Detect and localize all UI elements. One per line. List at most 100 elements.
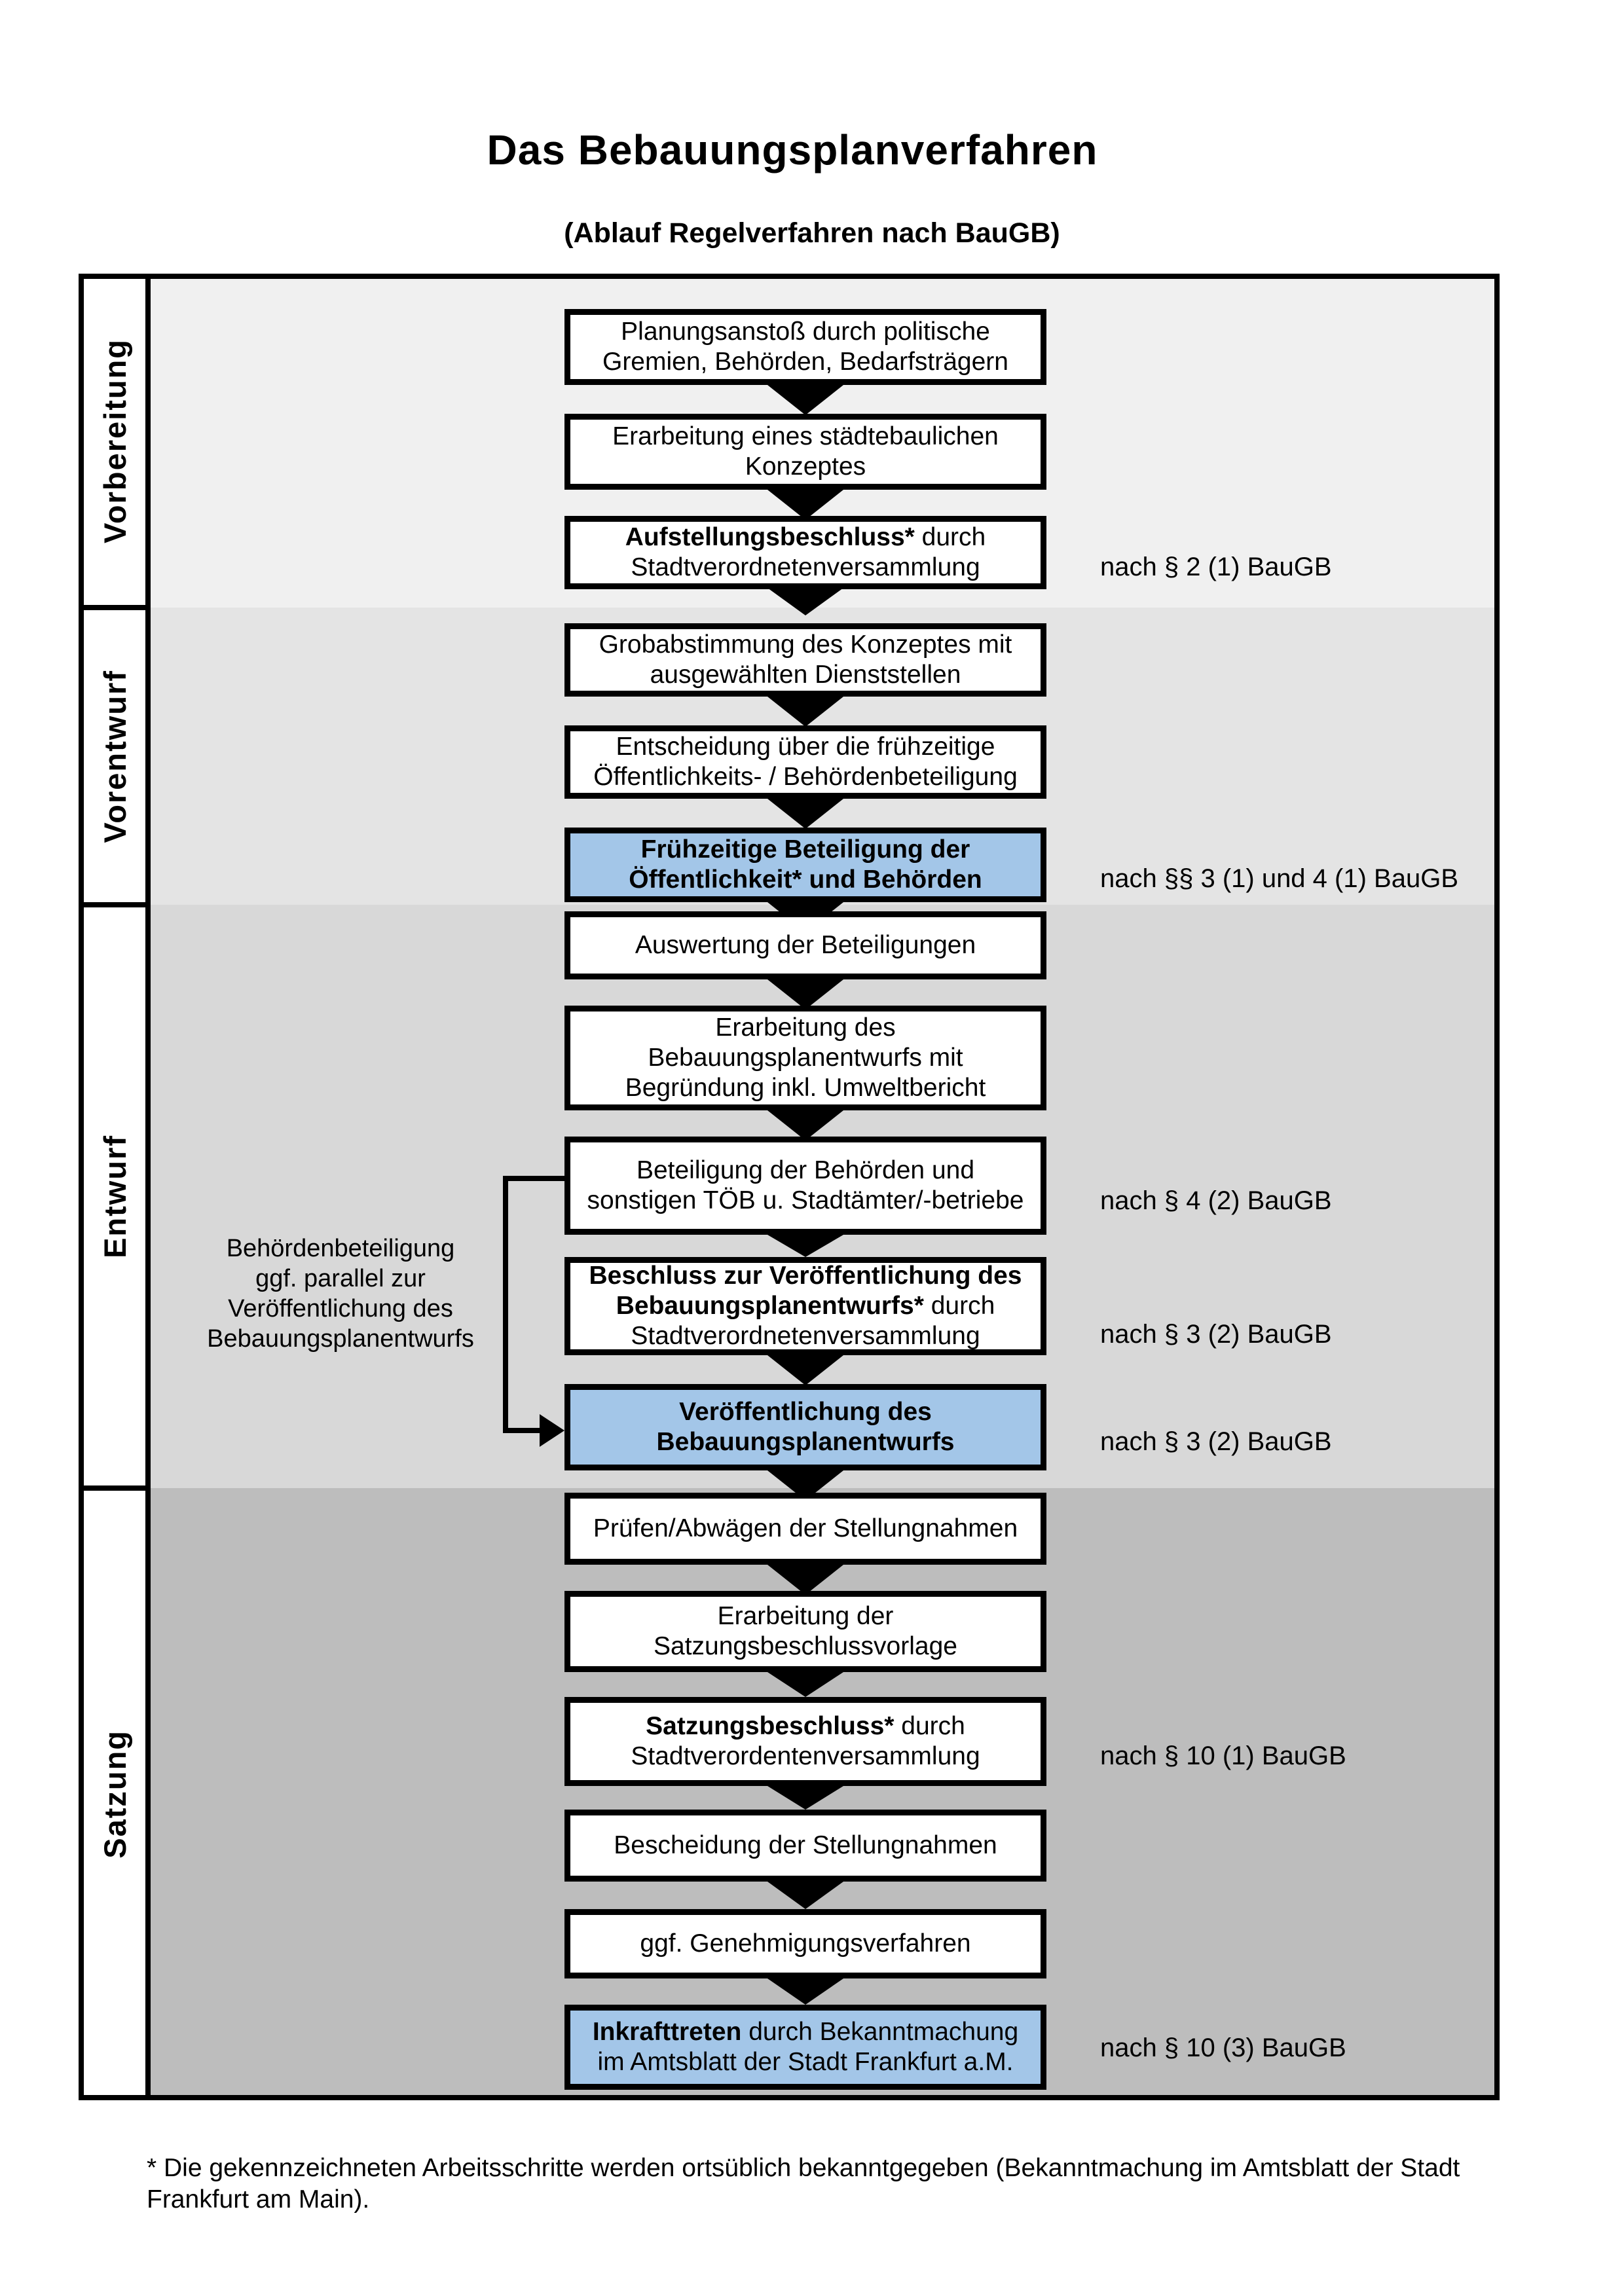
arrow-down-icon [767,979,843,1010]
flow-step-veroeffentlichung: Veröffentlichung des Bebauungsplanentwur… [564,1384,1046,1470]
step-text-bold: Beschluss zur Veröffentlichung des [589,1262,1022,1290]
step-text-line: sonstigen TÖB u. Stadtämter/-betriebe [587,1186,1024,1214]
arrow-down-icon [767,1355,843,1385]
step-text-line: Bescheidung der Stellungnahmen [614,1831,997,1859]
phase-label-text: Vorbereitung [97,338,132,543]
step-text-line: Erarbeitung der [717,1602,894,1630]
legal-reference: nach § 3 (2) BauGB [1100,1427,1332,1456]
connector-line-vertical [503,1176,508,1430]
step-text-line: Erarbeitung eines städtebaulichen [612,422,999,450]
step-text-line: Öffentlichkeits- / Behördenbeteiligung [593,763,1018,791]
step-text-line: Bebauungsplanentwurfs mit [648,1044,963,1072]
connector-line-horizontal [503,1428,541,1433]
step-text-line: Frühzeitige Beteiligung der [640,835,970,864]
phase-label-text: Vorentwurf [97,669,132,843]
step-text-line: ggf. Genehmigungsverfahren [640,1929,971,1958]
arrow-down-icon [767,588,843,615]
step-text-line: Konzeptes [745,452,866,481]
step-text-line: Begründung inkl. Umweltbericht [625,1074,986,1102]
step-text-bold: Satzungsbeschluss* [646,1712,895,1740]
legal-reference: nach §§ 3 (1) und 4 (1) BauGB [1100,864,1458,893]
phase-label-vorentwurf: Vorentwurf [79,608,151,905]
flow-step-pruefen-abwaegen: Prüfen/Abwägen der Stellungnahmen [564,1493,1046,1565]
step-text-line: Bebauungsplanentwurfs* durch [616,1291,995,1321]
arrow-down-icon [767,490,843,520]
connector-line-horizontal [503,1176,564,1181]
step-text-line: Inkrafttreten durch Bekanntmachung [593,2017,1018,2047]
step-text-bold: Bebauungsplanentwurfs* [616,1292,924,1320]
phase-label-vorbereitung: Vorbereitung [79,274,151,608]
side-annotation: Behördenbeteiligung ggf. parallel zur Ve… [196,1233,485,1354]
arrow-down-icon [767,799,843,829]
page-title: Das Bebauungsplanverfahren [487,126,1098,173]
label-column-separator [145,274,151,2100]
footnote-line: Frankfurt am Main). [147,2185,370,2214]
step-text-line: Satzungsbeschlussvorlage [654,1632,957,1660]
page-subtitle: (Ablauf Regelverfahren nach BauGB) [564,217,1060,249]
step-text-bold: Aufstellungsbeschluss* [625,523,915,551]
step-text-line: Stadtverordentenversammlung [631,1742,980,1770]
flow-step-bescheidung: Bescheidung der Stellungnahmen [564,1810,1046,1882]
phase-label-text: Entwurf [97,1135,132,1258]
arrow-down-icon [767,1786,843,1810]
annotation-line: Veröffentlichung des [228,1295,453,1322]
flow-step-konzept: Erarbeitung eines städtebaulichen Konzep… [564,414,1046,490]
footnote-line: * Die gekennzeichneten Arbeitsschritte w… [147,2154,1460,2182]
step-text-line: Stadtverordnetenversammlung [631,553,980,581]
arrow-down-icon [767,1565,843,1595]
flow-step-entscheidung-beteiligung: Entscheidung über die frühzeitige Öffent… [564,725,1046,799]
flow-step-satzungsbeschlussvorlage: Erarbeitung der Satzungsbeschlussvorlage [564,1591,1046,1672]
phase-label-text: Satzung [97,1730,132,1859]
step-text-line: Aufstellungsbeschluss* durch [625,522,986,553]
step-text-line: Stadtverordnetenversammlung [631,1322,980,1350]
flow-step-auswertung: Auswertung der Beteiligungen [564,911,1046,979]
phase-label-satzung: Satzung [79,1488,151,2100]
legal-reference: nach § 10 (1) BauGB [1100,1741,1346,1770]
step-text-line: Entscheidung über die frühzeitige [616,733,995,761]
legal-reference: nach § 4 (2) BauGB [1100,1186,1332,1215]
flow-step-erarbeitung-entwurf: Erarbeitung des Bebauungsplanentwurfs mi… [564,1006,1046,1110]
flow-step-beschluss-veroeffentlichung: Beschluss zur Veröffentlichung des Bebau… [564,1257,1046,1355]
step-text-line: Grobabstimmung des Konzeptes mit [599,630,1012,659]
step-text-line: im Amtsblatt der Stadt Frankfurt a.M. [597,2048,1014,2076]
step-text-line: Veröffentlichung des [679,1398,932,1426]
flow-step-genehmigungsverfahren: ggf. Genehmigungsverfahren [564,1909,1046,1978]
step-text-line: Satzungsbeschluss* durch [646,1711,965,1741]
step-text: durch Bekanntmachung [741,2018,1019,2046]
step-text-line: Auswertung der Beteiligungen [635,931,976,959]
arrow-down-icon [767,1978,843,2005]
flow-step-behoerdenbeteiligung: Beteiligung der Behörden und sonstigen T… [564,1137,1046,1235]
step-text-line: Erarbeitung des [715,1013,896,1042]
step-text: durch [923,1292,995,1320]
step-text-line: Planungsanstoß durch politische [621,318,990,346]
phase-label-entwurf: Entwurf [79,905,151,1488]
arrow-down-icon [767,697,843,727]
annotation-line: Bebauungsplanentwurfs [207,1325,474,1353]
step-text: durch [914,523,986,551]
annotation-line: ggf. parallel zur [255,1265,426,1292]
flow-step-fruehzeitige-beteiligung: Frühzeitige Beteiligung der Öffentlichke… [564,828,1046,902]
step-text-line: Prüfen/Abwägen der Stellungnahmen [593,1514,1018,1542]
flow-step-grobabstimmung: Grobabstimmung des Konzeptes mit ausgewä… [564,623,1046,697]
arrow-down-icon [767,1235,843,1257]
step-text-line: Bebauungsplanentwurfs [656,1428,955,1456]
phase-divider [79,605,151,610]
step-text-line: Beteiligung der Behörden und [636,1156,975,1184]
step-text-line: Beschluss zur Veröffentlichung des [589,1261,1022,1291]
step-text: durch [894,1712,965,1740]
flow-step-inkrafttreten: Inkrafttreten durch Bekanntmachung im Am… [564,2005,1046,2090]
flow-step-planungsanstoss: Planungsanstoß durch politische Gremien,… [564,309,1046,385]
legal-reference: nach § 2 (1) BauGB [1100,553,1332,581]
phase-divider [79,902,151,907]
arrow-down-icon [767,1110,843,1140]
flow-step-satzungsbeschluss: Satzungsbeschluss* durch Stadtverordente… [564,1697,1046,1786]
step-text-bold: Inkrafttreten [592,2018,742,2046]
phase-divider [79,1485,151,1491]
arrow-down-icon [767,1882,843,1909]
phase-label-column [84,279,145,2095]
step-text-line: ausgewählten Dienststellen [650,661,961,689]
annotation-line: Behördenbeteiligung [226,1235,455,1262]
step-text-line: Gremien, Behörden, Bedarfsträgern [602,348,1008,376]
arrow-down-icon [767,385,843,415]
